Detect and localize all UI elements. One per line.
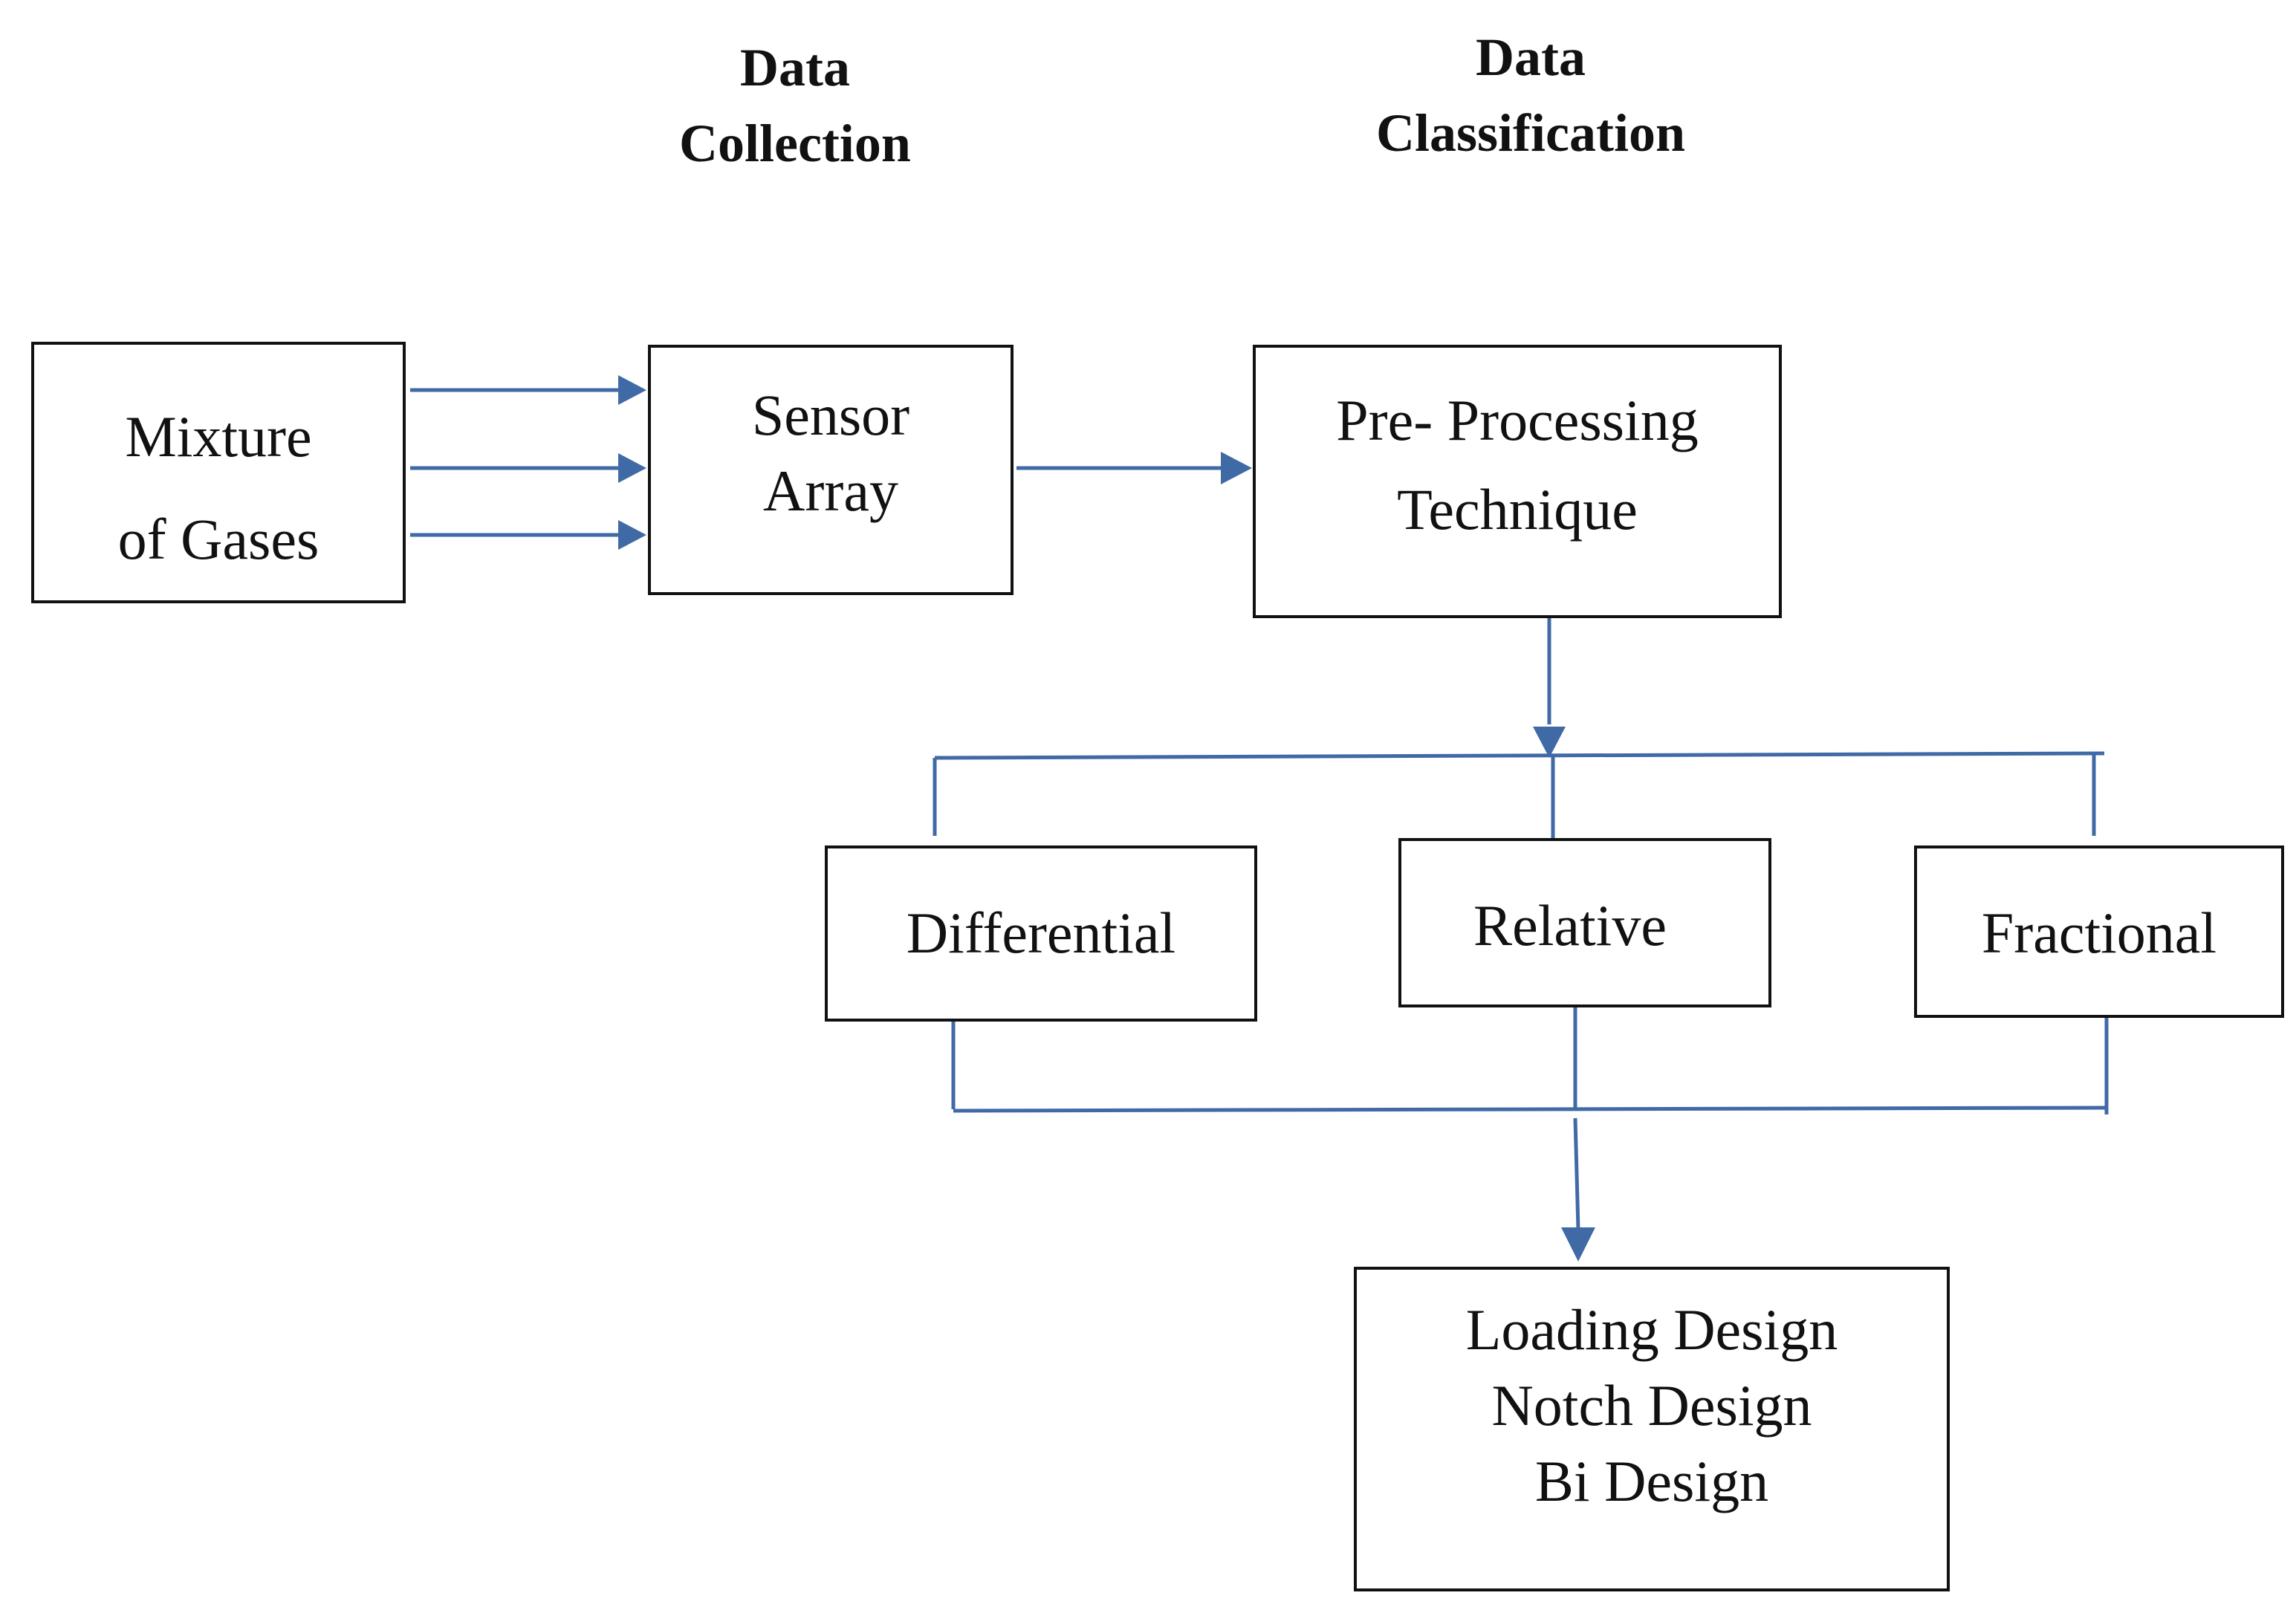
design-line-loading: Loading Design (1465, 1297, 1838, 1362)
design-line-bi: Bi Design (1534, 1449, 1769, 1513)
mixture-line-2: of Gases (117, 507, 320, 571)
arrowhead-preprocessing-to-splitter (1533, 727, 1566, 758)
splitter-top-bar (934, 751, 2105, 760)
heading-data-collection-line-1: Data (740, 38, 850, 97)
box-differential-label: Differential (906, 900, 1176, 965)
design-line-notch: Notch Design (1491, 1373, 1812, 1438)
box-pre-processing-technique: Pre- Processing Technique (1253, 345, 1782, 618)
arrowhead-mixture-to-sensor-1 (618, 375, 646, 405)
arrow-collector-to-designs (1573, 1117, 1580, 1230)
box-fractional-label: Fractional (1981, 900, 2217, 965)
box-relative: Relative (1398, 838, 1771, 1007)
heading-data-classification-line-1: Data (1476, 27, 1586, 87)
heading-data-classification: Data Classification (1315, 19, 1746, 171)
arrowhead-collector-to-designs (1561, 1227, 1595, 1262)
box-designs-label: Loading Design Notch Design Bi Design (1357, 1292, 1947, 1519)
collector-bottom-bar (953, 1106, 2107, 1113)
preprocessing-line-2: Technique (1397, 477, 1638, 542)
box-sensor-array-label: Sensor Array (651, 377, 1011, 529)
box-fractional: Fractional (1914, 845, 2284, 1018)
sensor-line-1: Sensor (751, 383, 910, 447)
heading-data-classification-line-2: Classification (1375, 103, 1685, 163)
mixture-line-1: Mixture (125, 404, 312, 469)
arrowhead-mixture-to-sensor-2 (618, 453, 646, 483)
box-pre-processing-label: Pre- Processing Technique (1256, 376, 1779, 554)
box-differential: Differential (825, 845, 1257, 1022)
box-sensor-array: Sensor Array (648, 345, 1014, 595)
preprocessing-line-1: Pre- Processing (1336, 388, 1699, 452)
box-relative-label: Relative (1473, 893, 1667, 958)
heading-data-collection: Data Collection (639, 30, 951, 181)
box-mixture-of-gases: Mixture of Gases (31, 342, 406, 603)
arrowhead-mixture-to-sensor-3 (618, 520, 646, 550)
arrowhead-sensor-to-preprocessing (1221, 452, 1252, 484)
sensor-line-2: Array (763, 458, 898, 523)
box-designs: Loading Design Notch Design Bi Design (1354, 1267, 1950, 1591)
heading-data-collection-line-2: Collection (679, 114, 911, 173)
box-mixture-of-gases-label: Mixture of Gases (34, 386, 403, 591)
